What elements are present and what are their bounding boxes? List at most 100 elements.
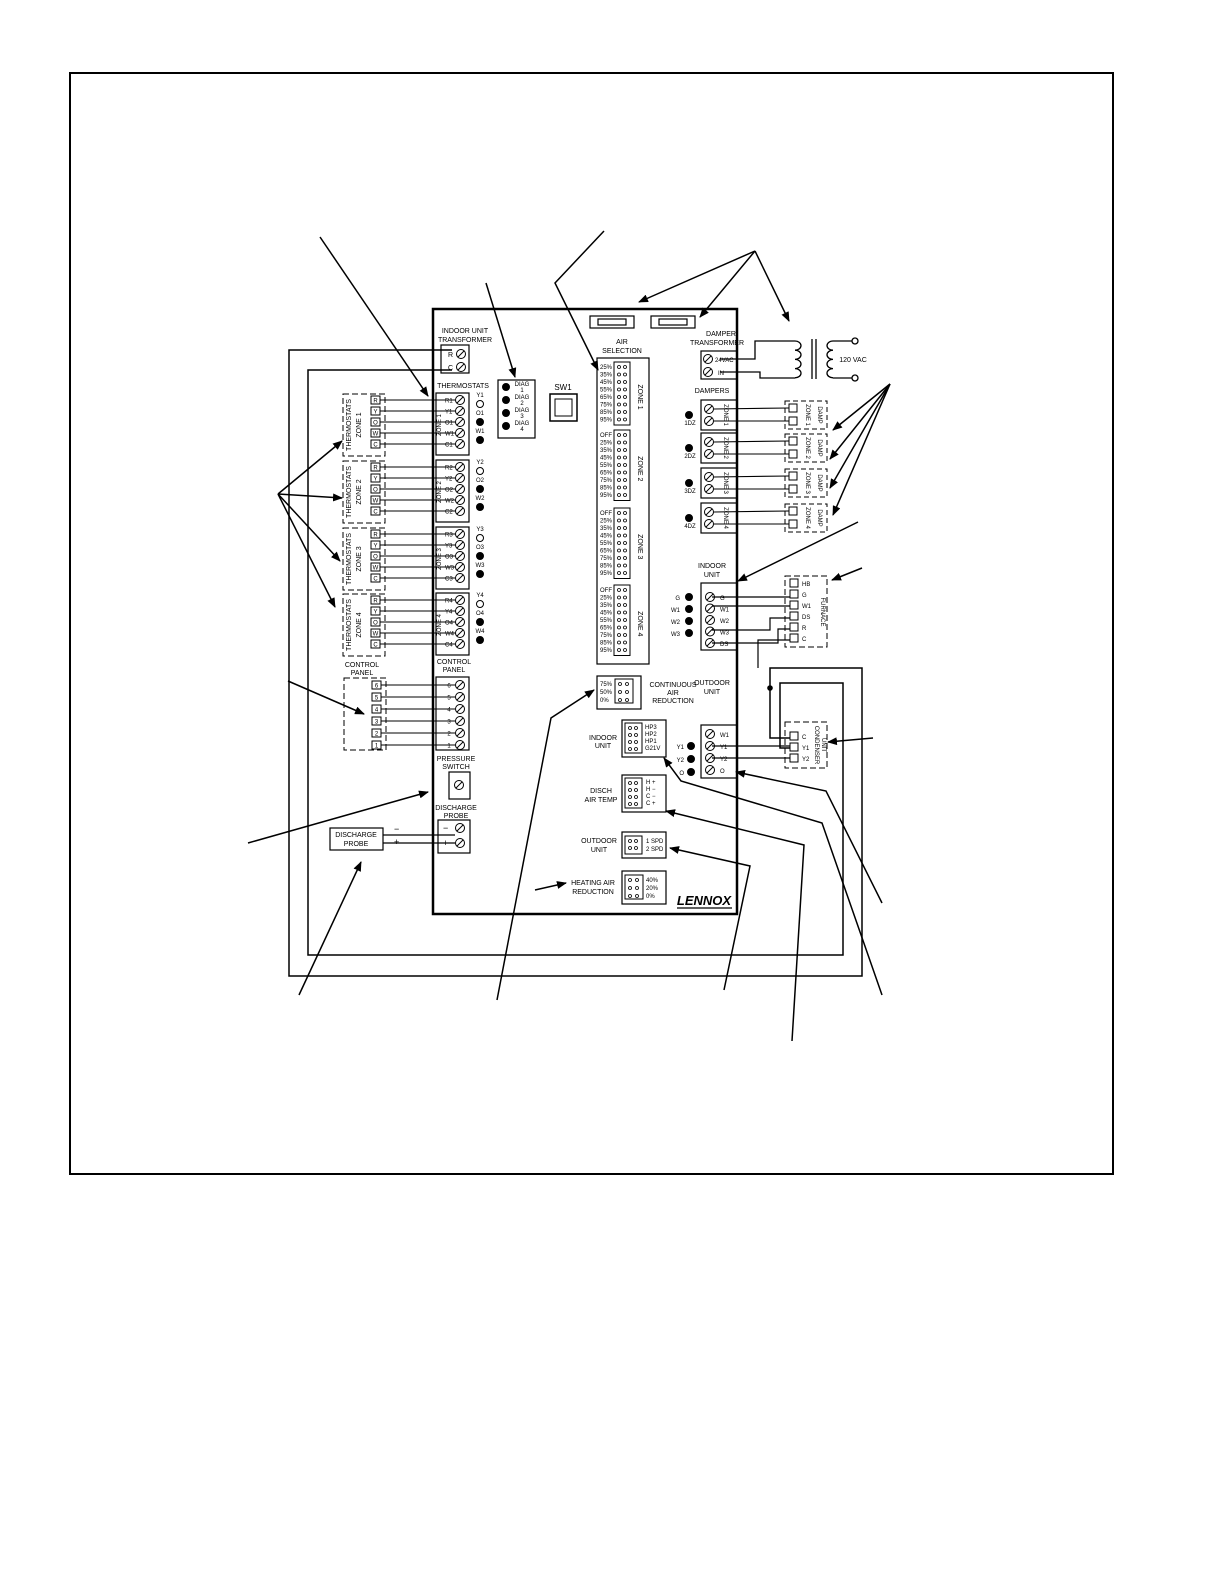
indoor-unit-screw (705, 615, 715, 625)
furnace-block (784, 575, 828, 648)
diag-led (502, 422, 510, 430)
air-selection-pin (617, 395, 621, 399)
air-selection-option: 75% (600, 556, 613, 562)
air-selection-pin (623, 410, 627, 414)
indoor-jumper-pin (634, 740, 638, 744)
air-selection-option: 25% (600, 365, 613, 371)
zone-led-label: Y3 (476, 527, 484, 533)
damper-term-box (788, 519, 798, 529)
air-selection-pin (617, 470, 621, 475)
air-selection-pin (623, 433, 627, 437)
indoor-unit-led-label: W2 (671, 620, 681, 626)
air-selection-option: 75% (600, 403, 613, 409)
damper-led (685, 444, 693, 452)
damper-device (784, 400, 828, 430)
control-panel-board-label: 4 (447, 708, 451, 714)
board-term-screw (455, 617, 465, 627)
heating-air-label-2: REDUCTION (572, 889, 614, 896)
air-selection-header (613, 361, 631, 426)
board-term-screw-slot (456, 429, 464, 437)
board-zone-label: ZONE 3 (437, 548, 443, 570)
thermostat-term-label: Y (373, 544, 377, 550)
damp-label: DAMP (816, 474, 822, 491)
damper-zone-label: ZONE 2 (722, 437, 728, 459)
air-selection-option: 85% (600, 486, 613, 492)
damper-screw-slot (705, 485, 713, 493)
transformer-screw-slot (457, 363, 465, 371)
sw1-button[interactable] (549, 393, 578, 422)
continuous-air-option-label: 75% (600, 682, 613, 688)
outdoor-jumper-pin (628, 846, 632, 850)
disch-air-option: H + (646, 780, 656, 786)
board-term-screw-slot (456, 552, 464, 560)
discharge-probe-board-label-1: DISCHARGE (435, 805, 477, 812)
continuous-air-option-label: 0% (600, 698, 609, 704)
indoor-unit-jumper-label-2: UNIT (595, 743, 612, 750)
condenser-term-box (789, 731, 799, 741)
air-selection-option: 35% (600, 603, 613, 609)
thermostat-term-label: C (373, 443, 378, 449)
diag-led-label: DIAG (515, 421, 530, 427)
outdoor-unit-screw (705, 765, 715, 775)
air-selection-zone-label: ZONE 1 (636, 384, 643, 409)
air-selection-pin (623, 380, 627, 384)
air-selection-pin (617, 640, 621, 645)
air-selection-option: 45% (600, 380, 613, 386)
air-selection-pin (617, 402, 621, 407)
air-selection-pin (617, 518, 621, 523)
heating-air-pin (628, 878, 632, 882)
board-term-label: C4 (445, 643, 453, 649)
condenser-term-box (789, 742, 799, 752)
thermostat-term-label: W (373, 632, 379, 638)
thermostat-device (342, 593, 386, 657)
thermostat-term-label: R (373, 399, 378, 405)
indoor-unit-screw-slot (706, 616, 714, 624)
control-panel-remote-label-1: CONTROL (345, 662, 379, 669)
disch-air-pin (628, 795, 632, 799)
zone-led-label: Y2 (476, 460, 484, 466)
damper-screw (704, 519, 714, 529)
control-panel-screw (455, 740, 465, 750)
transformer-term-label: C (448, 365, 453, 372)
discharge-probe-device-label-2: PROBE (344, 841, 369, 848)
continuous-air-pin (625, 698, 629, 702)
damper-led (685, 514, 693, 522)
fuse-left (589, 315, 635, 329)
outdoor-unit-led (687, 768, 695, 776)
air-selection-pin (617, 625, 621, 630)
air-selection-pin (623, 541, 627, 545)
damper-device (784, 503, 828, 533)
air-selection-option: 85% (600, 641, 613, 647)
heating-air-label-1: HEATING AIR (571, 880, 615, 887)
vac120-label: 120 VAC (839, 357, 867, 364)
board-zone-label: ZONE 4 (437, 614, 443, 636)
indoor-jumper-pin (628, 733, 632, 737)
indoor-jumper-pin (634, 726, 638, 730)
pressure-switch-label-1: PRESSURE (437, 756, 476, 763)
board-term-screw-slot (456, 530, 464, 538)
air-selection-option: OFF (600, 511, 612, 517)
damper-screw (704, 507, 714, 517)
board-term-label: W1 (445, 432, 455, 438)
air-selection-pin (623, 603, 627, 607)
board-term-screw (455, 506, 465, 516)
damper-screw (704, 404, 714, 414)
damper-transformer-block (700, 350, 738, 380)
air-selection-option: 35% (600, 526, 613, 532)
control-panel-remote-block (343, 677, 387, 751)
damper-zone-label: ZONE 4 (722, 507, 728, 529)
control-panel-board-label: 6 (447, 684, 451, 690)
indoor-unit-jumper-label-1: INDOOR (589, 735, 617, 742)
outdoor-unit-led-label: Y1 (677, 745, 685, 751)
board-term-label: W4 (445, 632, 455, 638)
transformer-coil (720, 337, 859, 382)
air-selection-pin (617, 588, 621, 592)
air-selection-option: 65% (600, 395, 613, 401)
outdoor-jumper-option: 2 SPD (646, 847, 664, 853)
board-term-label: Y1 (445, 410, 453, 416)
transformer-terminals: RC (448, 349, 466, 372)
board-term-screw-slot (456, 396, 464, 404)
